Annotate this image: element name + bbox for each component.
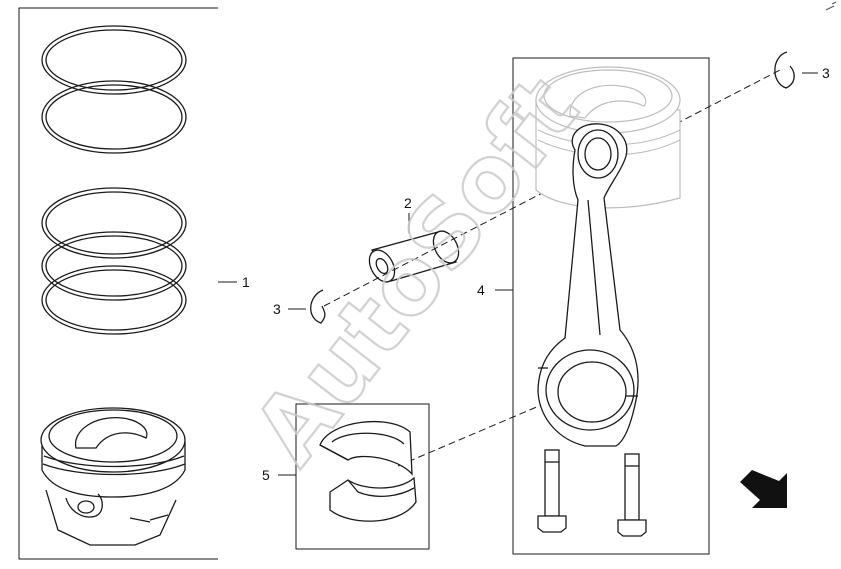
group-frame-piston-rings <box>18 7 218 560</box>
group-frame-bearing-shells <box>295 403 430 550</box>
callout-3-left: 3 <box>273 301 281 317</box>
piston-ring-second <box>41 80 187 154</box>
callout-2: 2 <box>404 195 412 211</box>
circlip-left <box>310 289 326 324</box>
bearing-shell-lower <box>329 476 417 522</box>
piston-pin <box>368 230 460 283</box>
callout-1: 1 <box>242 274 250 290</box>
piston <box>40 407 186 546</box>
corner-mark <box>825 1 837 11</box>
direction-arrow-icon <box>740 470 787 508</box>
piston-ring-oil-lower <box>41 265 187 335</box>
connecting-rod <box>537 123 639 447</box>
rod-bolt-right <box>617 453 647 537</box>
group-frame-connecting-rod <box>512 57 710 555</box>
piston-ring-top <box>41 25 187 95</box>
watermark: AutoSoft <box>233 57 599 483</box>
callout-3-right: 3 <box>822 65 830 81</box>
callout-4: 4 <box>477 282 485 298</box>
circlip-right <box>774 51 795 89</box>
piston-ring-oil-upper <box>41 187 187 259</box>
rod-bolt-left <box>537 449 567 533</box>
bearing-shell-upper <box>319 420 413 476</box>
callout-5: 5 <box>262 467 270 483</box>
piston-ring-set <box>41 25 187 335</box>
piston-ring-oil-middle <box>41 231 187 301</box>
